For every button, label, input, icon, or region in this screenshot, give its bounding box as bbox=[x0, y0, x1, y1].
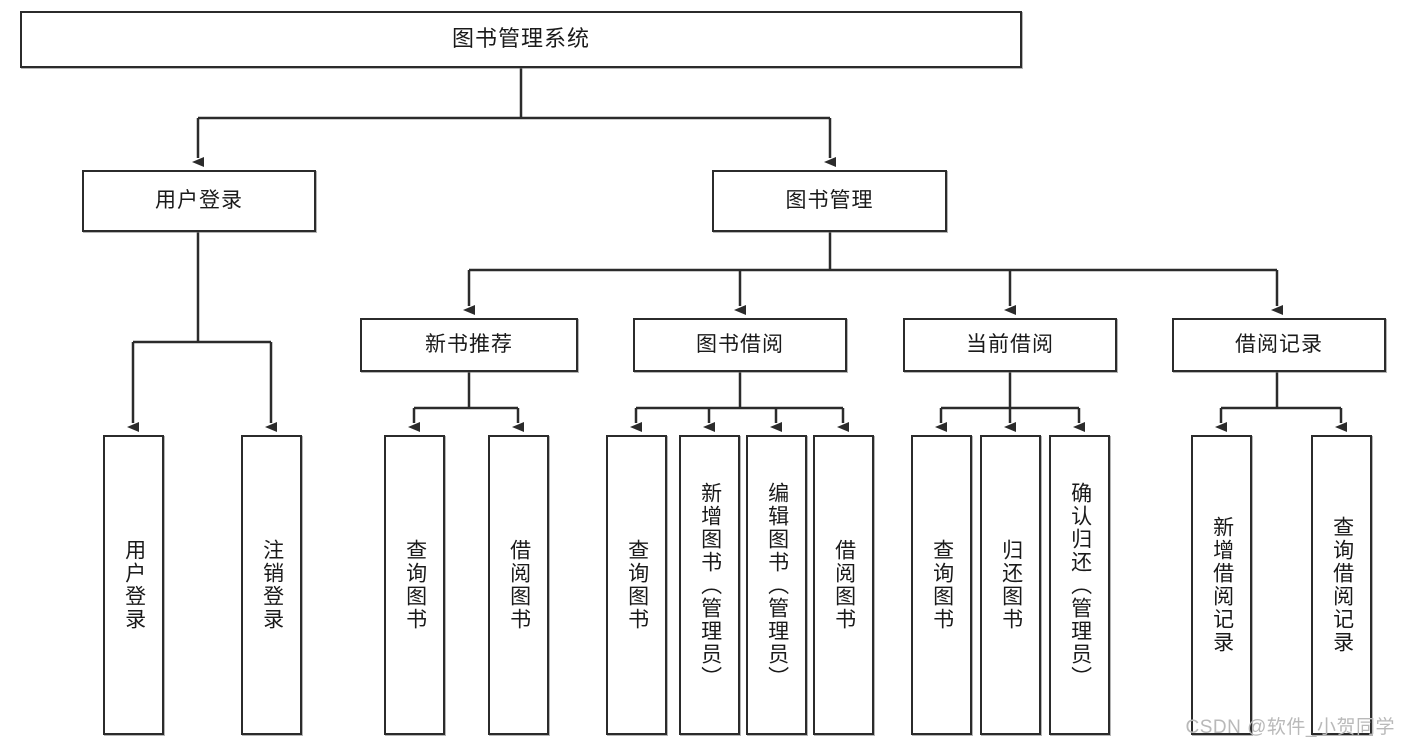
node-leaf-newbook-search-label: 查询图书 bbox=[403, 539, 427, 631]
node-leaf-current-search-label: 查询图书 bbox=[930, 539, 954, 631]
node-leaf-add-borrow-record[interactable]: 新增借阅记录 bbox=[1191, 435, 1252, 735]
node-leaf-logout-label: 注销登录 bbox=[260, 539, 284, 631]
node-leaf-borrow-edit-admin[interactable]: 编辑图书（管理员） bbox=[746, 435, 807, 735]
node-leaf-user-login[interactable]: 用户登录 bbox=[103, 435, 164, 735]
node-leaf-borrow-add-admin[interactable]: 新增图书（管理员） bbox=[679, 435, 740, 735]
node-current-borrow[interactable]: 当前借阅 bbox=[903, 318, 1117, 372]
node-leaf-user-login-label: 用户登录 bbox=[122, 539, 146, 631]
node-leaf-borrow-edit-admin-label: 编辑图书（管理员） bbox=[765, 481, 789, 689]
csdn-watermark: CSDN @软件_小贺同学 bbox=[1185, 717, 1395, 738]
node-root-system[interactable]: 图书管理系统 bbox=[20, 11, 1022, 68]
node-root-system-label: 图书管理系统 bbox=[451, 26, 590, 52]
node-leaf-current-search[interactable]: 查询图书 bbox=[911, 435, 972, 735]
node-book-manage[interactable]: 图书管理 bbox=[712, 170, 947, 232]
node-leaf-return-book-label: 归还图书 bbox=[999, 539, 1023, 631]
node-leaf-newbook-borrow-label: 借阅图书 bbox=[507, 539, 531, 631]
node-leaf-query-borrow-record-label: 查询借阅记录 bbox=[1330, 516, 1354, 654]
node-leaf-confirm-return-admin-label: 确认归还（管理员） bbox=[1068, 481, 1092, 689]
node-new-book-recommend-label: 新书推荐 bbox=[425, 333, 513, 357]
node-leaf-borrow-search[interactable]: 查询图书 bbox=[606, 435, 667, 735]
node-leaf-borrow-search-label: 查询图书 bbox=[625, 539, 649, 631]
node-leaf-return-book[interactable]: 归还图书 bbox=[980, 435, 1041, 735]
node-current-borrow-label: 当前借阅 bbox=[966, 333, 1054, 357]
node-book-borrow[interactable]: 图书借阅 bbox=[633, 318, 847, 372]
node-leaf-confirm-return-admin[interactable]: 确认归还（管理员） bbox=[1049, 435, 1110, 735]
node-new-book-recommend[interactable]: 新书推荐 bbox=[360, 318, 578, 372]
node-user-login-label: 用户登录 bbox=[155, 189, 243, 213]
node-borrow-record-label: 借阅记录 bbox=[1235, 333, 1323, 357]
node-borrow-record[interactable]: 借阅记录 bbox=[1172, 318, 1386, 372]
node-book-borrow-label: 图书借阅 bbox=[696, 333, 784, 357]
node-leaf-add-borrow-record-label: 新增借阅记录 bbox=[1210, 516, 1234, 654]
node-leaf-query-borrow-record[interactable]: 查询借阅记录 bbox=[1311, 435, 1372, 735]
node-leaf-borrow-book[interactable]: 借阅图书 bbox=[813, 435, 874, 735]
node-leaf-newbook-search[interactable]: 查询图书 bbox=[384, 435, 445, 735]
node-leaf-newbook-borrow[interactable]: 借阅图书 bbox=[488, 435, 549, 735]
node-leaf-borrow-add-admin-label: 新增图书（管理员） bbox=[698, 481, 722, 689]
node-leaf-logout[interactable]: 注销登录 bbox=[241, 435, 302, 735]
node-leaf-borrow-book-label: 借阅图书 bbox=[832, 539, 856, 631]
node-book-manage-label: 图书管理 bbox=[785, 189, 874, 213]
node-user-login[interactable]: 用户登录 bbox=[82, 170, 316, 232]
